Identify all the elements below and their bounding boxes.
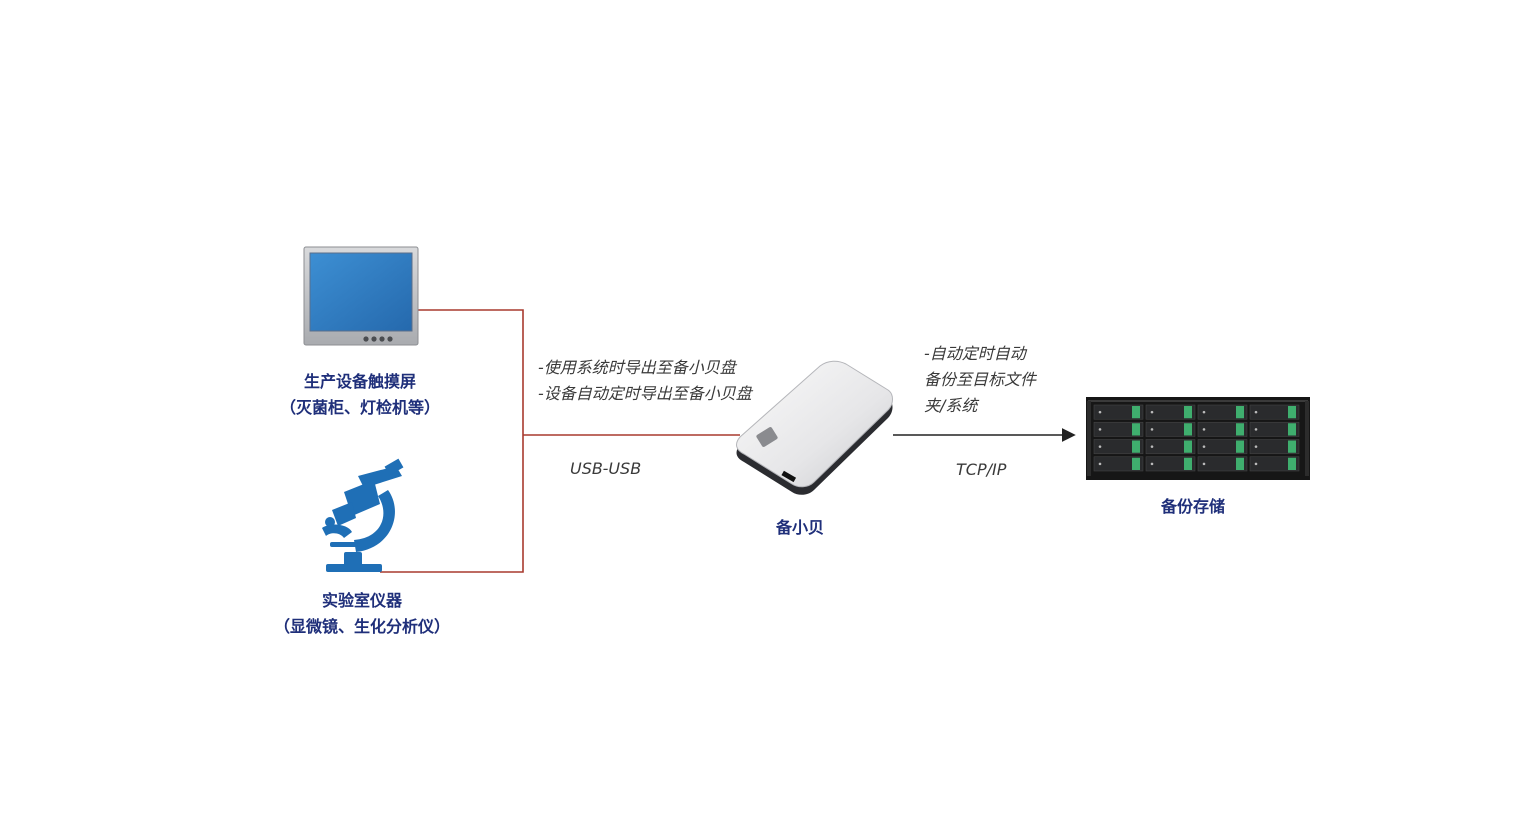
rack-ear-right bbox=[1305, 401, 1309, 476]
tcpip-label: TCP/IP bbox=[956, 460, 1007, 479]
drive-led bbox=[1132, 457, 1140, 470]
usb-note-1: -使用系统时导出至备小贝盘 bbox=[538, 358, 736, 377]
usb-label: USB-USB bbox=[570, 459, 642, 478]
drive-handle bbox=[1254, 410, 1258, 414]
drive-led bbox=[1132, 423, 1140, 436]
tcpip-note-2: 备份至目标文件 bbox=[924, 370, 1037, 389]
drive-led bbox=[1132, 440, 1140, 453]
drive-bay bbox=[1249, 421, 1300, 437]
drive-bay bbox=[1197, 456, 1248, 472]
touchscreen-label: 生产设备触摸屏 （灭菌柜、灯检机等） bbox=[270, 369, 450, 421]
drive-bay bbox=[1145, 404, 1196, 420]
drive-handle bbox=[1202, 445, 1206, 448]
drive-handle bbox=[1254, 445, 1258, 448]
rack-top-rail bbox=[1088, 400, 1308, 402]
drive-handle bbox=[1098, 445, 1102, 448]
drive-handle bbox=[1254, 428, 1258, 431]
touchscreen-subtitle: （灭菌柜、灯检机等） bbox=[279, 398, 440, 417]
drive-bay bbox=[1093, 456, 1144, 472]
drive-bay bbox=[1145, 456, 1196, 472]
tcpip-notes: -自动定时自动 备份至目标文件 夹/系统 bbox=[924, 341, 1036, 419]
touchscreen-link bbox=[380, 309, 524, 573]
drive-bay bbox=[1249, 404, 1300, 420]
drive-handle bbox=[1254, 462, 1258, 466]
drive-bay bbox=[1249, 456, 1300, 472]
drive-bay bbox=[1197, 421, 1248, 437]
drive-handle bbox=[1150, 410, 1154, 414]
drive-led bbox=[1288, 423, 1296, 436]
drive-led bbox=[1288, 406, 1296, 419]
drive-handle bbox=[1098, 428, 1102, 431]
drive-led bbox=[1236, 423, 1244, 436]
drive-handle bbox=[1150, 445, 1154, 448]
beixiaobei-label: 备小贝 bbox=[750, 515, 850, 541]
drive-led bbox=[1184, 457, 1192, 470]
usb-connection-lines bbox=[380, 309, 740, 573]
drive-bay bbox=[1197, 439, 1248, 455]
drive-handle bbox=[1098, 410, 1102, 414]
drive-handle bbox=[1202, 410, 1206, 414]
drive-led bbox=[1236, 406, 1244, 419]
drive-bay bbox=[1093, 404, 1144, 420]
rack-ear-left bbox=[1087, 401, 1091, 476]
tcpip-note-1: -自动定时自动 bbox=[924, 344, 1026, 363]
drive-handle bbox=[1098, 462, 1102, 466]
drive-led bbox=[1288, 440, 1296, 453]
drive-led bbox=[1236, 440, 1244, 453]
drive-led bbox=[1184, 406, 1192, 419]
drive-bay bbox=[1249, 439, 1300, 455]
drive-handle bbox=[1202, 462, 1206, 466]
drive-bay bbox=[1197, 404, 1248, 420]
drive-handle bbox=[1150, 428, 1154, 431]
drive-bay bbox=[1093, 439, 1144, 455]
usb-note-2: -设备自动定时导出至备小贝盘 bbox=[538, 384, 752, 403]
beixiaobei-title: 备小贝 bbox=[775, 518, 824, 537]
backup-storage-title: 备份存储 bbox=[1160, 497, 1225, 516]
backup-storage-label: 备份存储 bbox=[1143, 494, 1243, 520]
drive-led bbox=[1288, 457, 1296, 470]
drive-led bbox=[1184, 440, 1192, 453]
drive-led bbox=[1236, 457, 1244, 470]
usb-notes: -使用系统时导出至备小贝盘 -设备自动定时导出至备小贝盘 bbox=[538, 355, 752, 407]
drive-led bbox=[1184, 423, 1192, 436]
server-rack-icon bbox=[1086, 397, 1310, 480]
touchscreen-title: 生产设备触摸屏 bbox=[303, 372, 416, 391]
drive-bay bbox=[1145, 421, 1196, 437]
lab-instrument-subtitle: （显微镜、生化分析仪） bbox=[273, 617, 450, 636]
drive-bay bbox=[1145, 439, 1196, 455]
lab-instrument-title: 实验室仪器 bbox=[321, 591, 402, 610]
lab-instrument-label: 实验室仪器 （显微镜、生化分析仪） bbox=[262, 588, 462, 640]
drive-handle bbox=[1202, 428, 1206, 431]
external-drive-icon bbox=[736, 360, 893, 495]
drive-led bbox=[1132, 406, 1140, 419]
microscope-icon bbox=[322, 458, 404, 572]
tcpip-note-3: 夹/系统 bbox=[924, 396, 978, 415]
drive-bay bbox=[1093, 421, 1144, 437]
drive-handle bbox=[1150, 462, 1154, 466]
monitor-icon bbox=[303, 246, 419, 346]
